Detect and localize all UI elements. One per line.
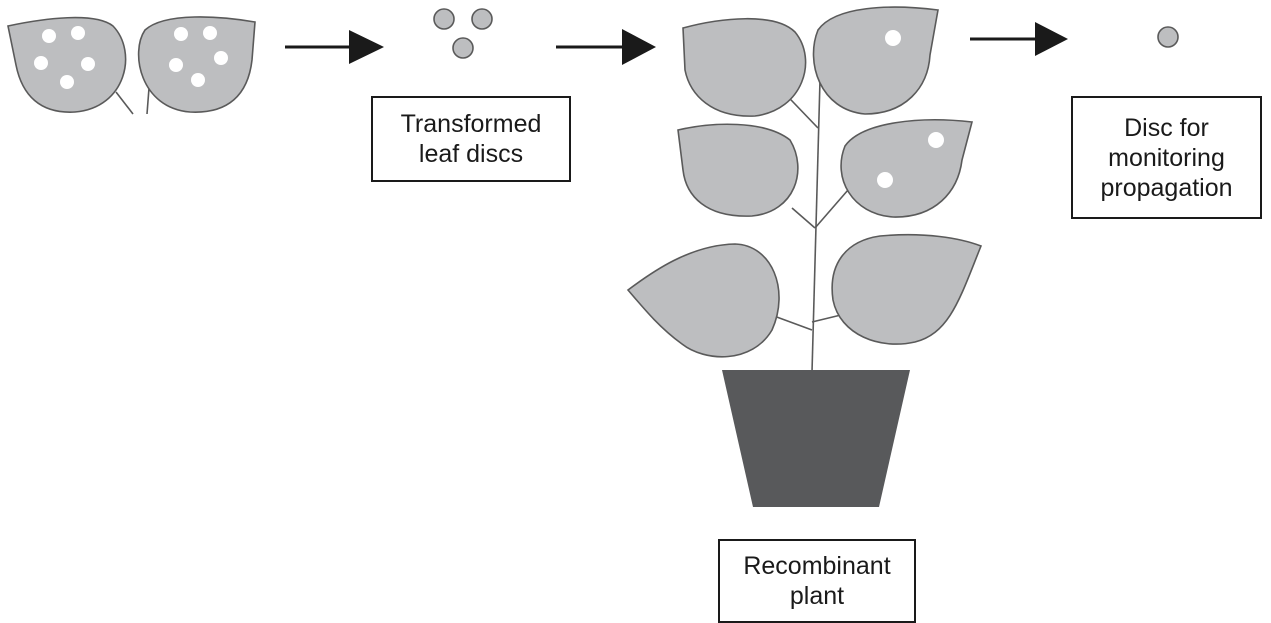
arrow-2 — [556, 29, 656, 65]
label-line: plant — [789, 582, 845, 610]
leaf-disc — [452, 37, 474, 59]
plant-pot — [722, 370, 910, 507]
punched-leaf-left — [7, 16, 127, 113]
punched-holes — [34, 26, 228, 89]
plant-leaf-mid-left — [677, 123, 799, 217]
transformed-leaf-discs-label: Transformed leaf discs — [371, 96, 571, 182]
punched-hole — [191, 73, 205, 87]
punched-hole — [877, 172, 893, 188]
punched-hole — [214, 51, 228, 65]
label-line: leaf discs — [418, 140, 524, 168]
label-line: Recombinant — [743, 552, 891, 580]
punched-hole — [71, 26, 85, 40]
punched-hole — [203, 26, 217, 40]
plant-leaf-top-left — [682, 17, 807, 117]
arrow-3 — [970, 22, 1068, 56]
plant-leaves — [626, 6, 983, 358]
arrow-head — [349, 30, 384, 64]
punched-leaf-right — [137, 16, 256, 113]
punched-hole — [169, 58, 183, 72]
recombinant-plant — [626, 6, 983, 507]
plant-stem — [769, 77, 849, 373]
leaf-disc — [433, 8, 455, 30]
monitoring-disc-label: Disc for monitoring propagation — [1071, 96, 1262, 219]
plant-leaf-top-right — [812, 6, 939, 115]
plant-leaf-low-left — [626, 243, 780, 358]
arrow-1 — [285, 30, 384, 64]
punched-hole — [42, 29, 56, 43]
transformed-leaf-discs — [433, 8, 493, 59]
arrow-head — [622, 29, 656, 65]
petiole-left — [115, 91, 134, 115]
recombinant-plant-label: Recombinant plant — [718, 539, 916, 623]
label-line: propagation — [1100, 173, 1233, 202]
label-line: Disc for — [1124, 113, 1209, 142]
monitoring-disc — [1157, 26, 1179, 48]
plant-leaf-mid-right — [840, 119, 974, 218]
label-line: monitoring — [1108, 143, 1225, 172]
punched-hole — [34, 56, 48, 70]
punched-hole — [174, 27, 188, 41]
petiole-right — [146, 87, 150, 115]
punched-hole — [60, 75, 74, 89]
punched-hole — [81, 57, 95, 71]
label-line: Transformed — [400, 110, 542, 138]
punched-hole — [928, 132, 944, 148]
punched-holes — [877, 30, 944, 188]
punched-hole — [885, 30, 901, 46]
punched-leaves — [7, 16, 256, 115]
leaf-disc — [471, 8, 493, 30]
plant-leaf-low-right — [831, 233, 983, 345]
arrow-head — [1035, 22, 1068, 56]
